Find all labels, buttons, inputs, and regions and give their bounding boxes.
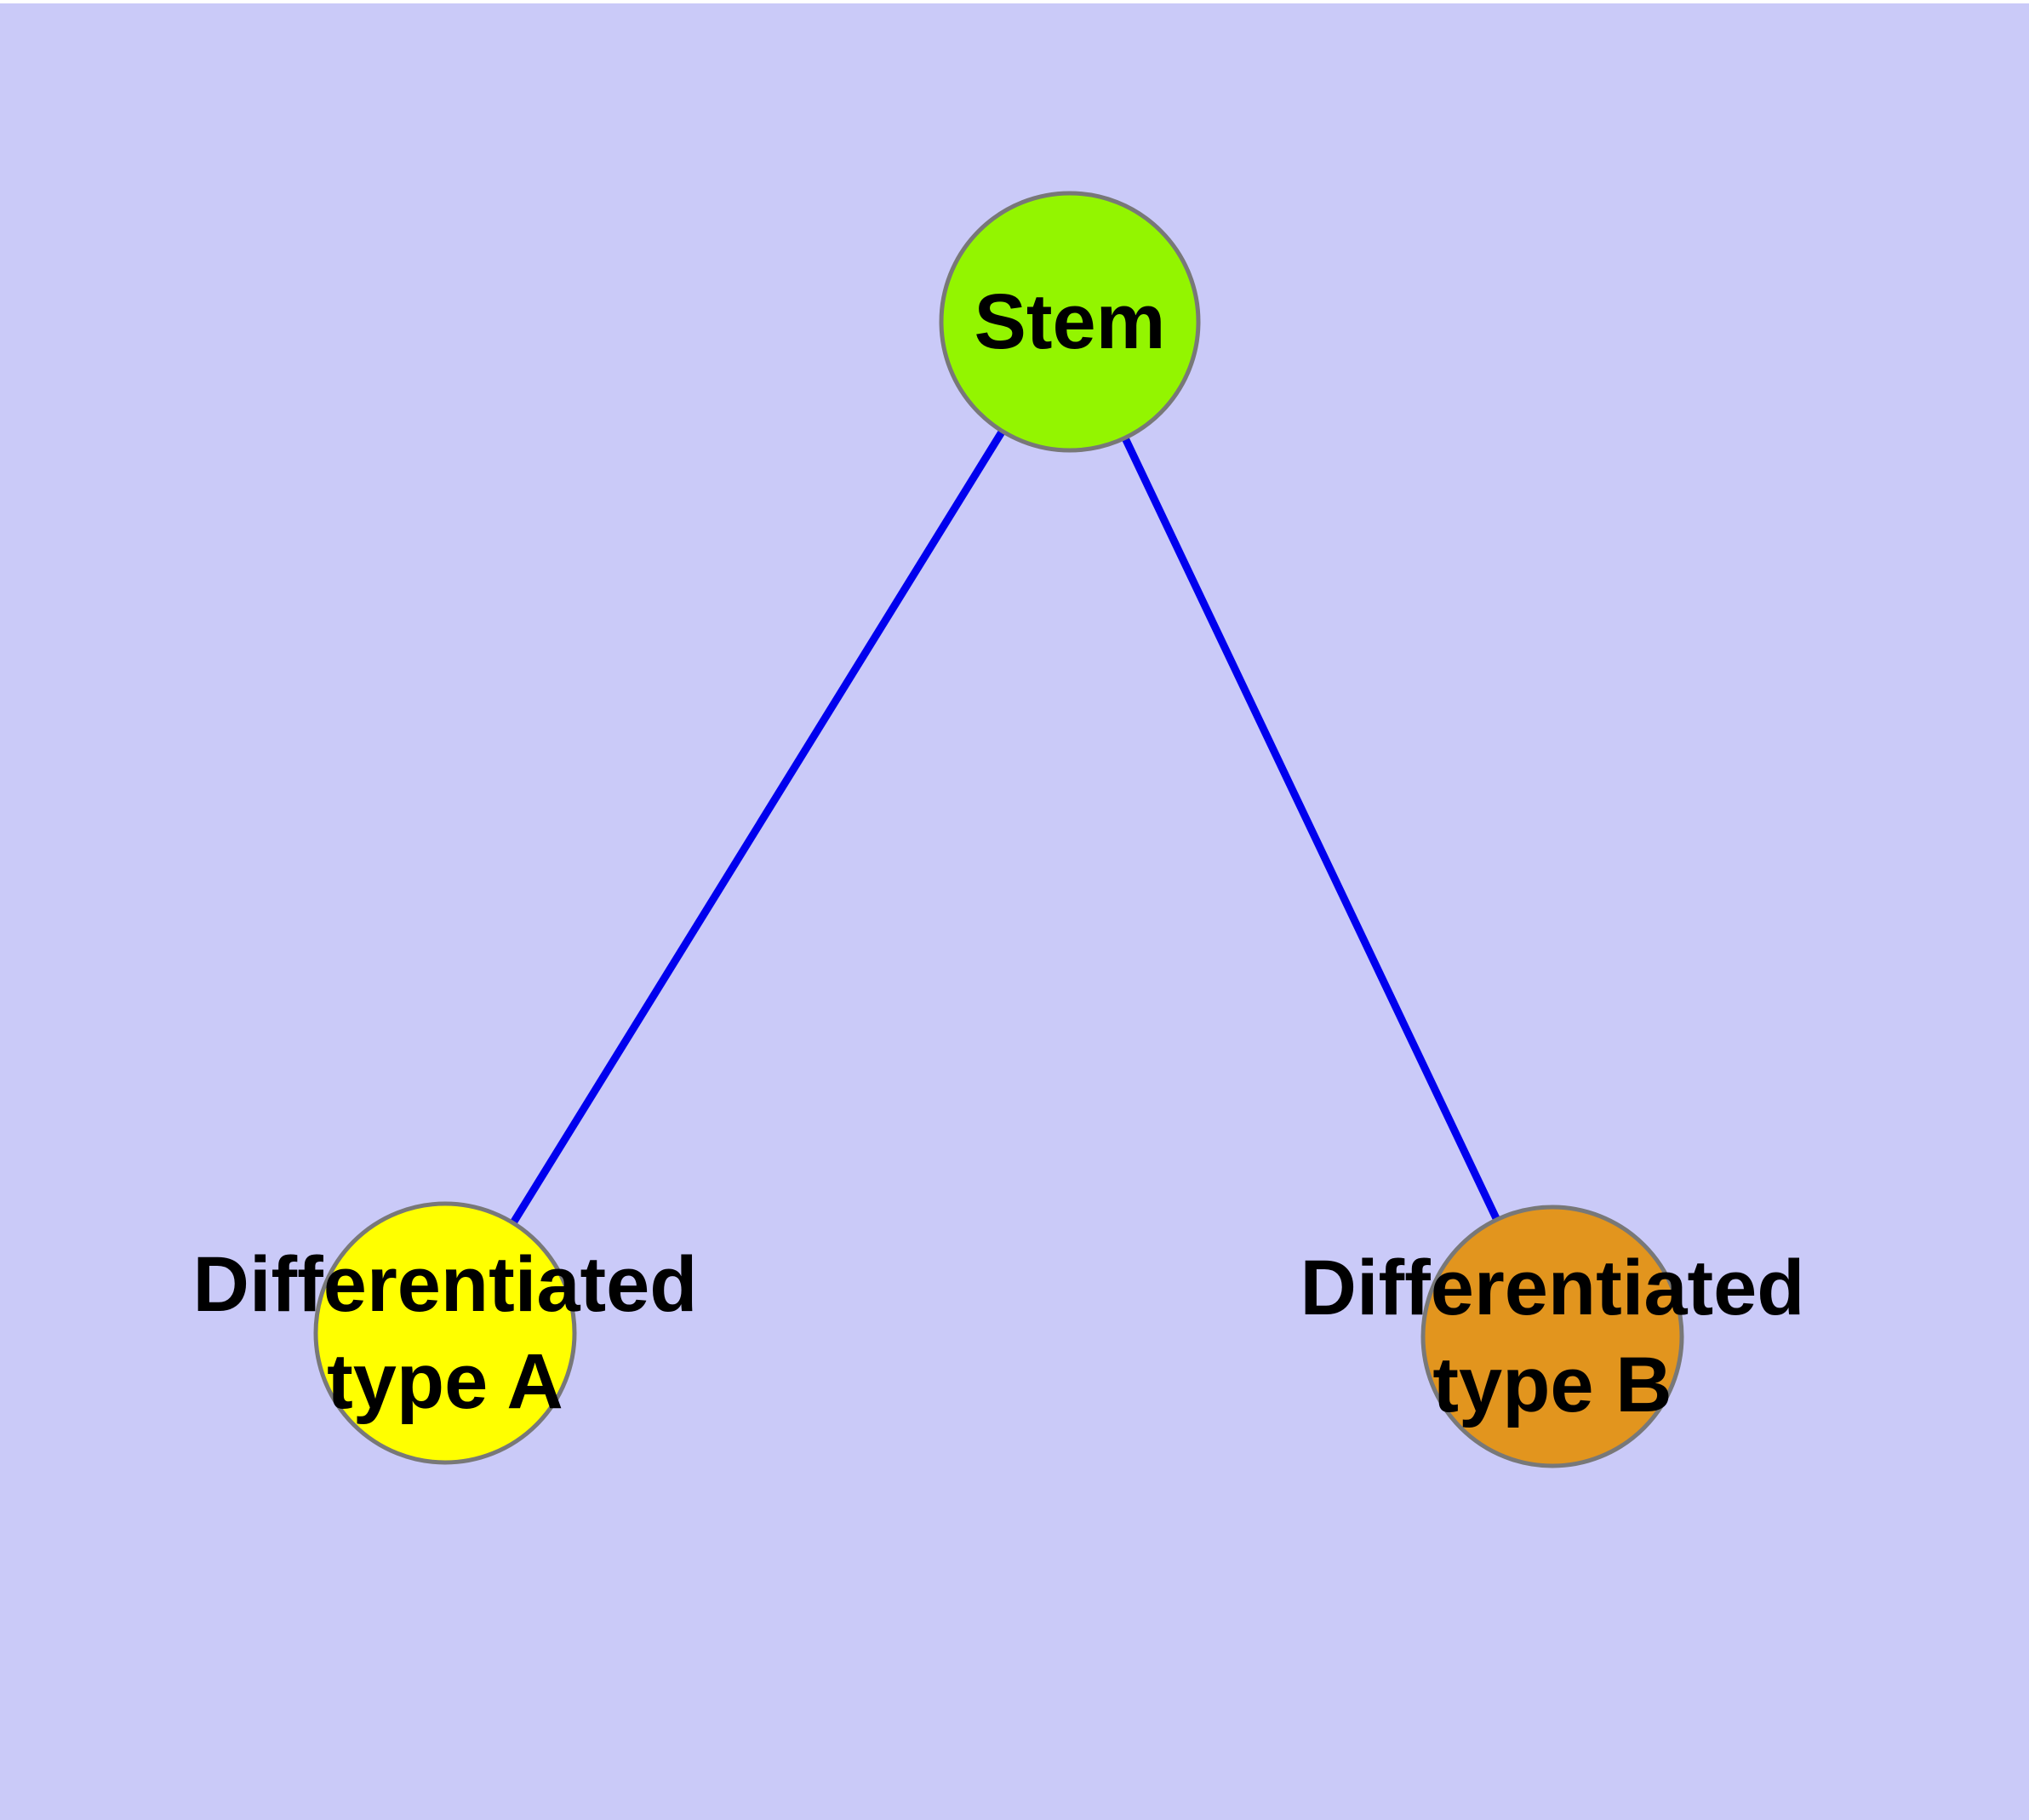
node-label-stem: Stem (974, 278, 1166, 365)
node-diff-b (1420, 1205, 1684, 1468)
node-label-diff-b-line1: Differentiated (1300, 1245, 1805, 1331)
top-margin (0, 0, 2029, 3)
edge-stem-to-diff-b (1066, 320, 1557, 1338)
edge-stem-to-diff-a (442, 319, 1073, 1336)
node-label-diff-a-line2: type A (327, 1338, 563, 1425)
node-label-diff-b-line2: type B (1432, 1342, 1672, 1428)
node-label-diff-a-line1: Differentiated (193, 1241, 698, 1328)
nodes-layer (313, 191, 1684, 1468)
node-diff-a (313, 1201, 577, 1465)
edges-layer (442, 319, 1557, 1338)
node-stem (939, 191, 1201, 453)
